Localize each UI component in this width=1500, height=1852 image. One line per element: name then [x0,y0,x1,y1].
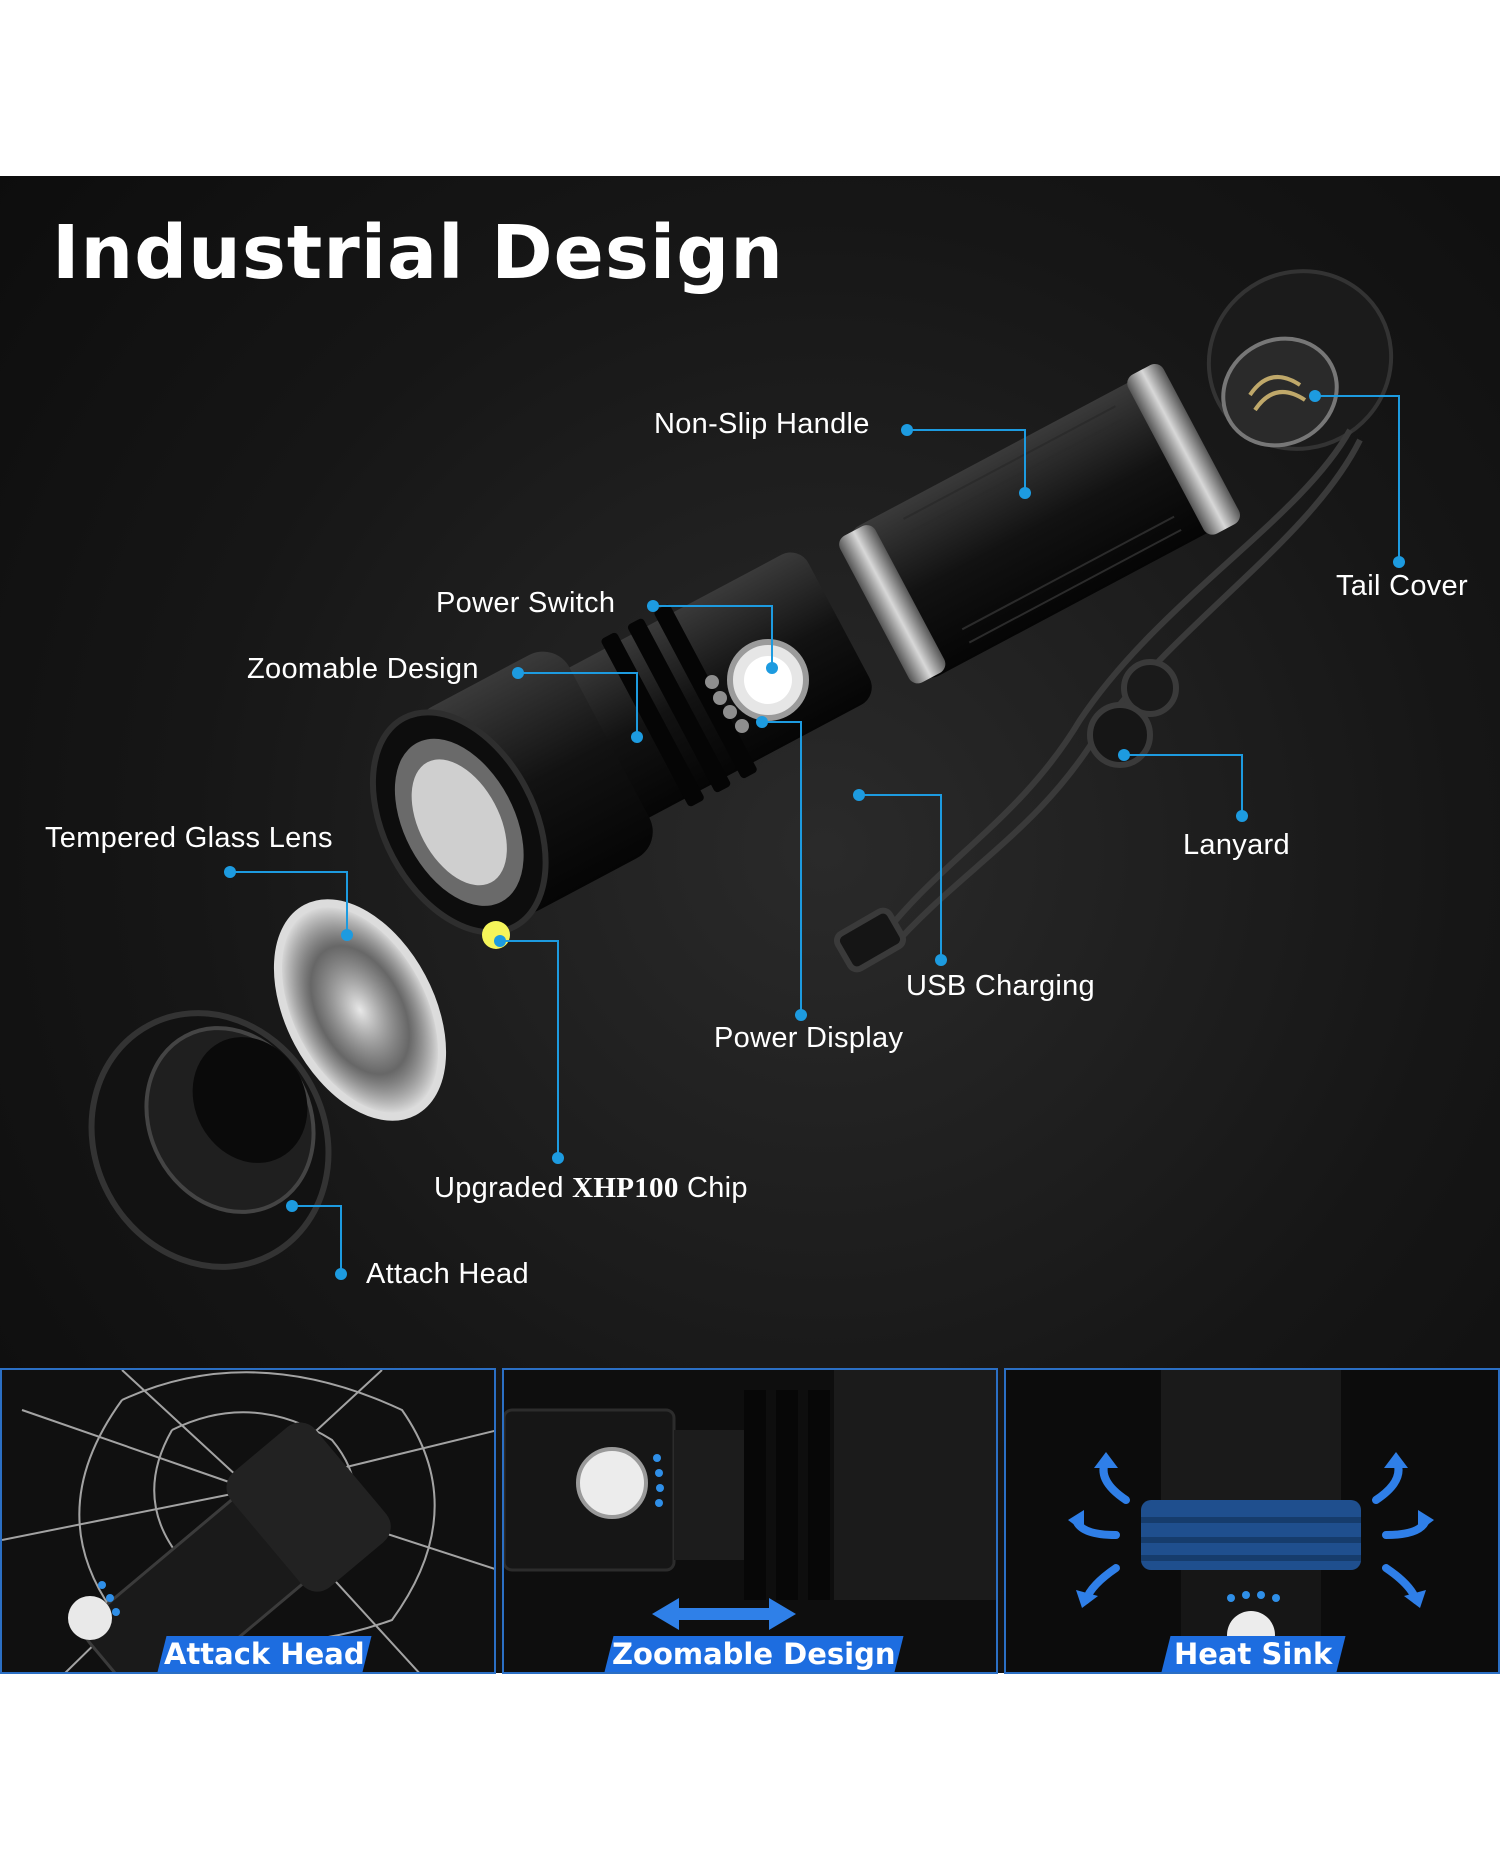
label-power-switch: Power Switch [436,587,616,619]
badge-attack-head: Attack Head [157,1636,372,1672]
callout-dots [224,390,1405,1280]
page-title: Industrial Design [52,210,784,296]
lens-part [273,899,447,1121]
thumbnail-heat-sink: Heat Sink [1004,1368,1500,1674]
label-non-slip-handle: Non-Slip Handle [654,408,870,440]
callout-lines [230,395,1400,1274]
label-attach-head: Attach Head [366,1258,529,1290]
tail-cover-part [1206,269,1394,451]
feature-thumbnails: Attack Head Zoomable Design [0,1368,1500,1674]
attach-head-part [88,1010,332,1270]
label-tempered-glass-lens: Tempered Glass Lens [45,822,333,854]
label-lanyard: Lanyard [1183,829,1290,861]
chip-name: XHP100 [572,1172,679,1204]
label-upgraded-chip: Upgraded XHP100 Chip [434,1172,748,1205]
flashlight-illustration [88,269,1405,1280]
upgraded-prefix: Upgraded [434,1172,564,1204]
zoom-body-illustration [504,1370,996,1672]
label-tail-cover: Tail Cover [1336,570,1468,602]
label-zoomable-design: Zoomable Design [247,653,479,685]
thumbnail-zoomable-design: Zoomable Design [502,1368,998,1674]
lanyard-part [833,428,1363,973]
cracked-glass-illustration [2,1370,494,1672]
handle-part [839,363,1241,684]
body-part [369,552,872,936]
badge-heat-sink: Heat Sink [1161,1636,1346,1672]
thumbnail-attack-head: Attack Head [0,1368,496,1674]
badge-zoomable-design: Zoomable Design [604,1636,904,1672]
label-usb-charging: USB Charging [906,970,1095,1002]
label-power-display: Power Display [714,1022,904,1054]
chip-suffix: Chip [687,1172,748,1204]
heat-sink-illustration [1006,1370,1498,1672]
